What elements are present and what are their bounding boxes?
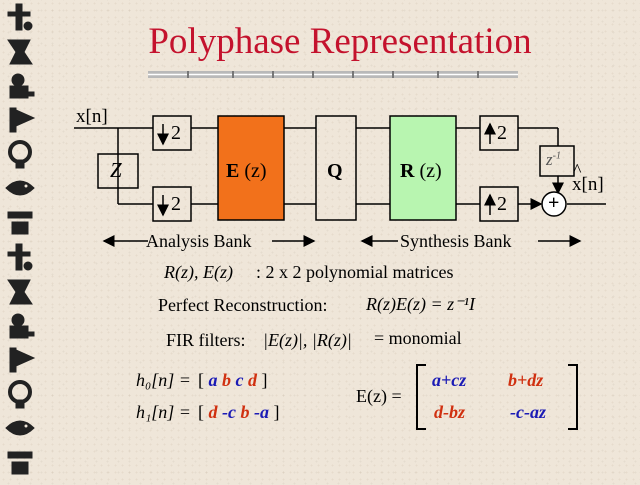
R-block bbox=[389, 115, 457, 221]
perfect-reconstruction-label: Perfect Reconstruction: bbox=[158, 295, 328, 315]
fir-filters-monomial: = monomial bbox=[374, 328, 462, 348]
hieroglyph-icon bbox=[8, 140, 32, 169]
hieroglyph-icon bbox=[5, 420, 35, 436]
adder-icon bbox=[541, 191, 567, 217]
h0-coefficients: [ a b c d ] bbox=[198, 370, 268, 390]
matrix-cell-22: -c-az bbox=[510, 402, 546, 422]
delay-left-label: Z bbox=[110, 158, 122, 182]
hieroglyph-icon bbox=[5, 180, 35, 196]
hieroglyph-icon bbox=[9, 313, 35, 339]
hieroglyph-icon bbox=[7, 243, 33, 271]
adder-label: + bbox=[548, 192, 560, 214]
hieroglyph-icon bbox=[7, 39, 33, 65]
hieroglyph-icon bbox=[9, 347, 36, 373]
downsampler-bottom-label: 2 bbox=[171, 193, 181, 215]
hieroglyph-icon bbox=[9, 73, 35, 99]
polynomial-matrices-text: : 2 x 2 polynomial matrices bbox=[256, 262, 454, 282]
hieroglyph-icon bbox=[7, 451, 33, 475]
upsampler-block-bottom bbox=[479, 186, 519, 222]
h1-coefficients: [ d -c b -a ] bbox=[198, 402, 280, 422]
title-underline bbox=[148, 71, 518, 78]
matrix-bracket-left bbox=[416, 364, 426, 430]
synthesis-bank-label: Synthesis Bank bbox=[400, 231, 512, 251]
analysis-bank-label: Analysis Bank bbox=[146, 231, 252, 251]
perfect-reconstruction-math: R(z)E(z) = z⁻¹I bbox=[366, 294, 476, 314]
h1-lhs: h₁[n] = bbox=[136, 402, 191, 422]
E-block bbox=[217, 115, 285, 221]
Q-block bbox=[315, 115, 357, 221]
decorative-sidebar bbox=[0, 0, 46, 480]
hieroglyph-icon bbox=[7, 3, 33, 31]
hieroglyph-icon bbox=[8, 380, 32, 409]
delay-right-label: z-1 bbox=[546, 150, 561, 169]
E-block-label: E (z) bbox=[226, 160, 267, 182]
hieroglyph-icon bbox=[9, 107, 36, 133]
R-block-label: R (z) bbox=[400, 160, 442, 182]
hieroglyph-icon bbox=[7, 279, 33, 305]
upsampler-top-label: 2 bbox=[497, 122, 507, 144]
fir-filters-label: FIR filters: bbox=[166, 330, 246, 350]
input-label: x[n] bbox=[76, 106, 108, 127]
output-label: x[n] bbox=[572, 174, 604, 195]
matrix-lhs: E(z) = bbox=[356, 386, 402, 406]
downsampler-top-label: 2 bbox=[171, 122, 181, 144]
delay-block-right bbox=[539, 145, 575, 177]
page-title: Polyphase Representation bbox=[148, 21, 532, 62]
matrix-cell-12: b+dz bbox=[508, 370, 544, 390]
downsampler-block-bottom bbox=[152, 186, 192, 222]
polynomial-matrices-math: R(z), E(z) bbox=[164, 262, 233, 282]
hieroglyph-icon bbox=[7, 211, 33, 235]
fir-filters-math: |E(z)|, |R(z)| bbox=[263, 330, 352, 350]
hieroglyph-icons bbox=[5, 3, 36, 475]
delay-block-left bbox=[97, 153, 139, 189]
matrix-cell-21: d-bz bbox=[434, 402, 465, 422]
matrix-cell-11: a+cz bbox=[432, 370, 467, 390]
matrix-bracket-right bbox=[568, 364, 578, 430]
Q-block-label: Q bbox=[327, 160, 343, 182]
downsampler-block-top bbox=[152, 115, 192, 151]
output-hat: ^ bbox=[573, 160, 582, 180]
upsampler-block-top bbox=[479, 115, 519, 151]
polyphase-block-diagram bbox=[74, 115, 606, 247]
h0-lhs: h₀[n] = bbox=[136, 370, 191, 390]
upsampler-bottom-label: 2 bbox=[497, 193, 507, 215]
